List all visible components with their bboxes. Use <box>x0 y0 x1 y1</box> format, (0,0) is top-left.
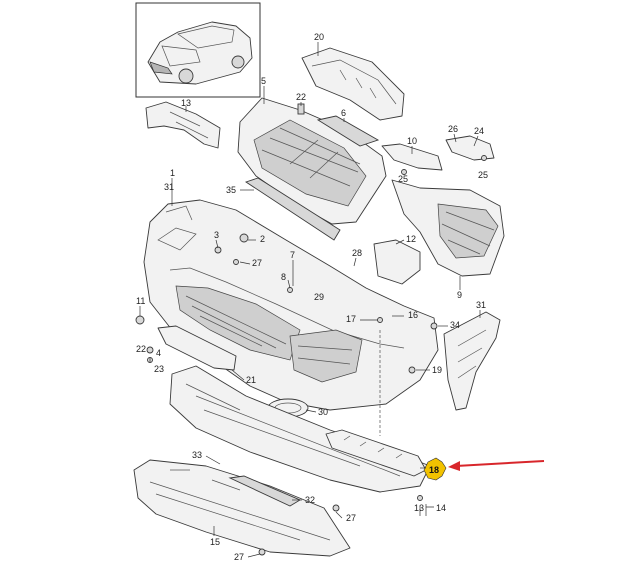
callout-22-b: 22 <box>136 344 146 354</box>
highlight-octagon-18 <box>423 457 447 481</box>
callout-29: 29 <box>314 292 324 302</box>
part-5-grille-support <box>237 97 387 225</box>
callout-9: 9 <box>457 290 462 300</box>
leader-lines <box>139 42 481 558</box>
part-10-bracket <box>381 143 443 171</box>
callout-15: 15 <box>210 537 220 547</box>
callout-31-b: 31 <box>476 300 486 310</box>
part-31-side-bracket <box>443 311 501 411</box>
callout-23: 23 <box>154 364 164 374</box>
callout-3: 3 <box>214 230 219 240</box>
callout-1: 1 <box>170 168 175 178</box>
vehicle-thumbnail <box>135 2 261 98</box>
fasteners <box>135 155 487 556</box>
part-24-bracket <box>445 135 495 161</box>
part-13-bracket <box>145 101 221 149</box>
callout-27-b: 27 <box>346 513 356 523</box>
group-bracket-13-14 <box>425 504 434 516</box>
callout-labels: 20 5 13 22 6 10 26 24 25 25 1 31 35 3 2 … <box>136 32 488 562</box>
underbody-panel <box>169 365 431 493</box>
callout-14: 14 <box>436 503 446 513</box>
part-21-lower-strip <box>157 325 237 371</box>
callout-34: 34 <box>450 320 460 330</box>
highlight-label-18: 18 <box>429 465 439 475</box>
callout-25-a: 25 <box>398 174 408 184</box>
callout-10: 10 <box>407 136 417 146</box>
callout-27-c: 27 <box>234 552 244 562</box>
callout-30: 30 <box>318 407 328 417</box>
callout-21: 21 <box>246 375 256 385</box>
part-12-side-bracket <box>373 239 421 285</box>
callout-17: 17 <box>346 314 356 324</box>
callout-5: 5 <box>261 76 266 86</box>
callout-22: 22 <box>296 92 306 102</box>
callout-26: 26 <box>448 124 458 134</box>
callout-31-a: 31 <box>164 182 174 192</box>
callout-19: 19 <box>432 365 442 375</box>
callout-12: 12 <box>406 234 416 244</box>
callout-2: 2 <box>260 234 265 244</box>
callout-8: 8 <box>281 272 286 282</box>
callout-27-a: 27 <box>252 258 262 268</box>
callout-32: 32 <box>305 495 315 505</box>
callout-16: 16 <box>408 310 418 320</box>
callout-35: 35 <box>226 185 236 195</box>
part-6-strip <box>316 115 380 147</box>
callout-11: 11 <box>136 296 145 306</box>
highlight-arrow-line <box>455 460 545 467</box>
part-35-strip <box>244 177 341 241</box>
part-20-upper-absorber <box>301 47 405 121</box>
callout-20: 20 <box>314 32 324 42</box>
highlight-arrow-head <box>448 461 460 471</box>
callout-33: 33 <box>192 450 202 460</box>
part-15-lower-shield <box>133 459 351 557</box>
callout-25-b: 25 <box>478 170 488 180</box>
callout-13-b: 13 <box>414 503 424 513</box>
callout-13: 13 <box>181 98 191 108</box>
part-9-side-grille <box>391 179 505 277</box>
callout-28: 28 <box>352 248 362 258</box>
callout-7: 7 <box>290 250 295 260</box>
callout-4: 4 <box>156 348 161 358</box>
highlight-part-18: 18 <box>420 457 545 481</box>
callout-24: 24 <box>474 126 484 136</box>
callout-6: 6 <box>341 108 346 118</box>
